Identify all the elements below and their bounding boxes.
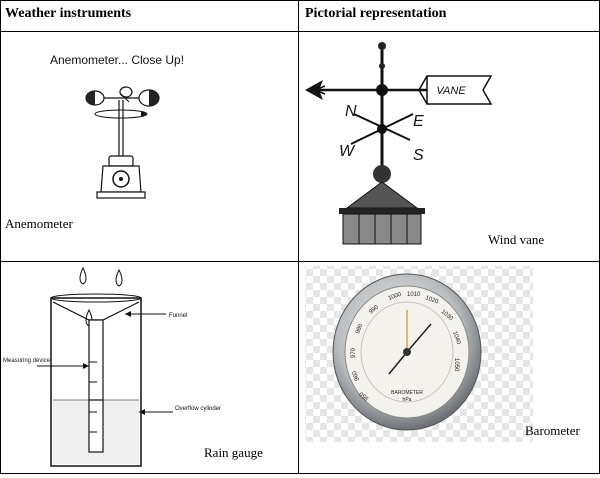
dial-1020: 1020 bbox=[424, 295, 439, 305]
barometer-illustration: 1000 1010 1020 1030 1040 1050 990 980 97… bbox=[305, 266, 533, 442]
wind-vane-flag-text: VANE bbox=[436, 85, 466, 97]
dial-1010: 1010 bbox=[407, 292, 421, 298]
compass-letter-e: E bbox=[413, 113, 424, 130]
dial-950: 950 bbox=[358, 390, 370, 401]
anemometer-cell: Anemometer... Close Up! Anemometer bbox=[1, 32, 298, 261]
dial-barometer-text: BAROMETER bbox=[391, 390, 423, 396]
rain-gauge-illustration: Funnel Measuring device Overflow cylinde… bbox=[3, 266, 221, 467]
rain-gauge-cell: Funnel Measuring device Overflow cylinde… bbox=[1, 262, 298, 473]
dial-980: 980 bbox=[355, 323, 364, 335]
callout-measuring-device: Measuring device bbox=[3, 358, 51, 364]
dial-990: 990 bbox=[368, 304, 380, 315]
compass-letter-s: S bbox=[413, 147, 424, 164]
anemometer-caption: Anemometer... Close Up! bbox=[50, 53, 184, 67]
callout-overflow-cylinder: Overflow cylinder bbox=[175, 406, 221, 412]
barometer-cell: 1000 1010 1020 1030 1040 1050 990 980 97… bbox=[299, 262, 599, 473]
callout-funnel: Funnel bbox=[169, 313, 187, 319]
dial-960: 960 bbox=[352, 369, 361, 381]
compass-letter-w: W bbox=[339, 143, 356, 160]
header-weather-instruments: Weather instruments bbox=[5, 6, 132, 21]
wind-vane-cell: VANE N E W S Wind vane bbox=[299, 32, 599, 261]
anemometer-illustration: Anemometer... Close Up! bbox=[50, 53, 184, 199]
header-pictorial-representation: Pictorial representation bbox=[305, 6, 447, 21]
dial-hpa-text: hPa bbox=[403, 397, 412, 403]
wind-vane-illustration: VANE N E W S bbox=[305, 42, 493, 245]
wind-vane-label: Wind vane bbox=[488, 232, 545, 247]
dial-970: 970 bbox=[351, 347, 357, 358]
dial-1040: 1040 bbox=[451, 331, 461, 346]
compass-letter-n: N bbox=[345, 103, 357, 120]
anemometer-label: Anemometer bbox=[5, 216, 73, 231]
dial-1050: 1050 bbox=[453, 358, 459, 372]
dial-1000: 1000 bbox=[388, 291, 403, 301]
barometer-label: Barometer bbox=[525, 423, 580, 438]
rain-gauge-label: Rain gauge bbox=[204, 445, 263, 460]
